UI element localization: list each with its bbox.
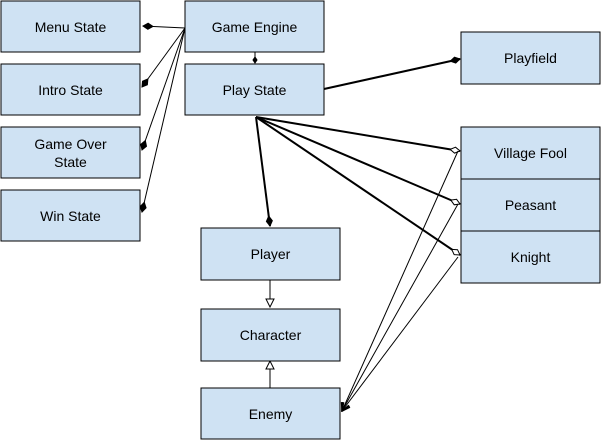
node-label-line: Playfield [504, 50, 557, 66]
node-village-fool[interactable]: Village Fool [460, 126, 601, 180]
edge-peasant-enemy [342, 203, 459, 411]
node-label: Play State [223, 82, 287, 98]
node-game-engine[interactable]: Game Engine [184, 0, 325, 53]
node-playfield[interactable]: Playfield [460, 31, 601, 85]
node-label: Player [251, 246, 291, 262]
node-label: Game Engine [212, 19, 298, 35]
node-label-line: Game Over [34, 136, 107, 152]
node-label-line: Menu State [35, 19, 107, 35]
node-peasant[interactable]: Peasant [460, 178, 601, 232]
node-win-state[interactable]: Win State [0, 189, 141, 242]
node-label: Intro State [38, 82, 103, 98]
node-label: Peasant [505, 197, 556, 213]
node-player[interactable]: Player [200, 227, 341, 281]
edge-game-engine-menu-state [142, 22, 186, 30]
edge-play-state-player [255, 116, 273, 227]
edge-play-state-peasant [255, 116, 461, 206]
node-label: Knight [511, 249, 551, 265]
node-label-line: Player [251, 246, 291, 262]
node-label-line: Intro State [38, 82, 103, 98]
node-label: Win State [40, 208, 101, 224]
node-character[interactable]: Character [200, 308, 341, 362]
node-label-line: Enemy [249, 406, 293, 422]
edge-knight-enemy [342, 256, 459, 411]
node-label-line: State [54, 154, 87, 170]
node-label: Menu State [35, 19, 107, 35]
node-play-state[interactable]: Play State [184, 63, 325, 116]
node-label-line: Game Engine [212, 19, 298, 35]
node-knight[interactable]: Knight [460, 230, 601, 284]
node-label: Village Fool [494, 145, 567, 161]
edge-play-state-village-fool [255, 116, 461, 154]
node-label: Character [240, 327, 302, 343]
node-label-line: Knight [511, 249, 551, 265]
edge-game-engine-win-state [139, 27, 186, 213]
node-enemy[interactable]: Enemy [200, 387, 341, 440]
edge-game-engine-game-over-state [140, 27, 186, 151]
node-label-line: Win State [40, 208, 101, 224]
edge-play-state-playfield [323, 56, 461, 90]
node-intro-state[interactable]: Intro State [0, 63, 141, 116]
edge-game-engine-intro-state [141, 27, 186, 88]
node-label: Enemy [249, 406, 293, 422]
node-label-line: Character [240, 327, 302, 343]
node-label-line: Play State [223, 82, 287, 98]
edge-village-fool-enemy [342, 150, 459, 411]
edge-play-state-knight [255, 116, 461, 256]
edges [139, 22, 461, 411]
node-label: Playfield [504, 50, 557, 66]
node-label-line: Peasant [505, 197, 556, 213]
node-menu-state[interactable]: Menu State [0, 0, 141, 53]
node-label-line: Village Fool [494, 145, 567, 161]
